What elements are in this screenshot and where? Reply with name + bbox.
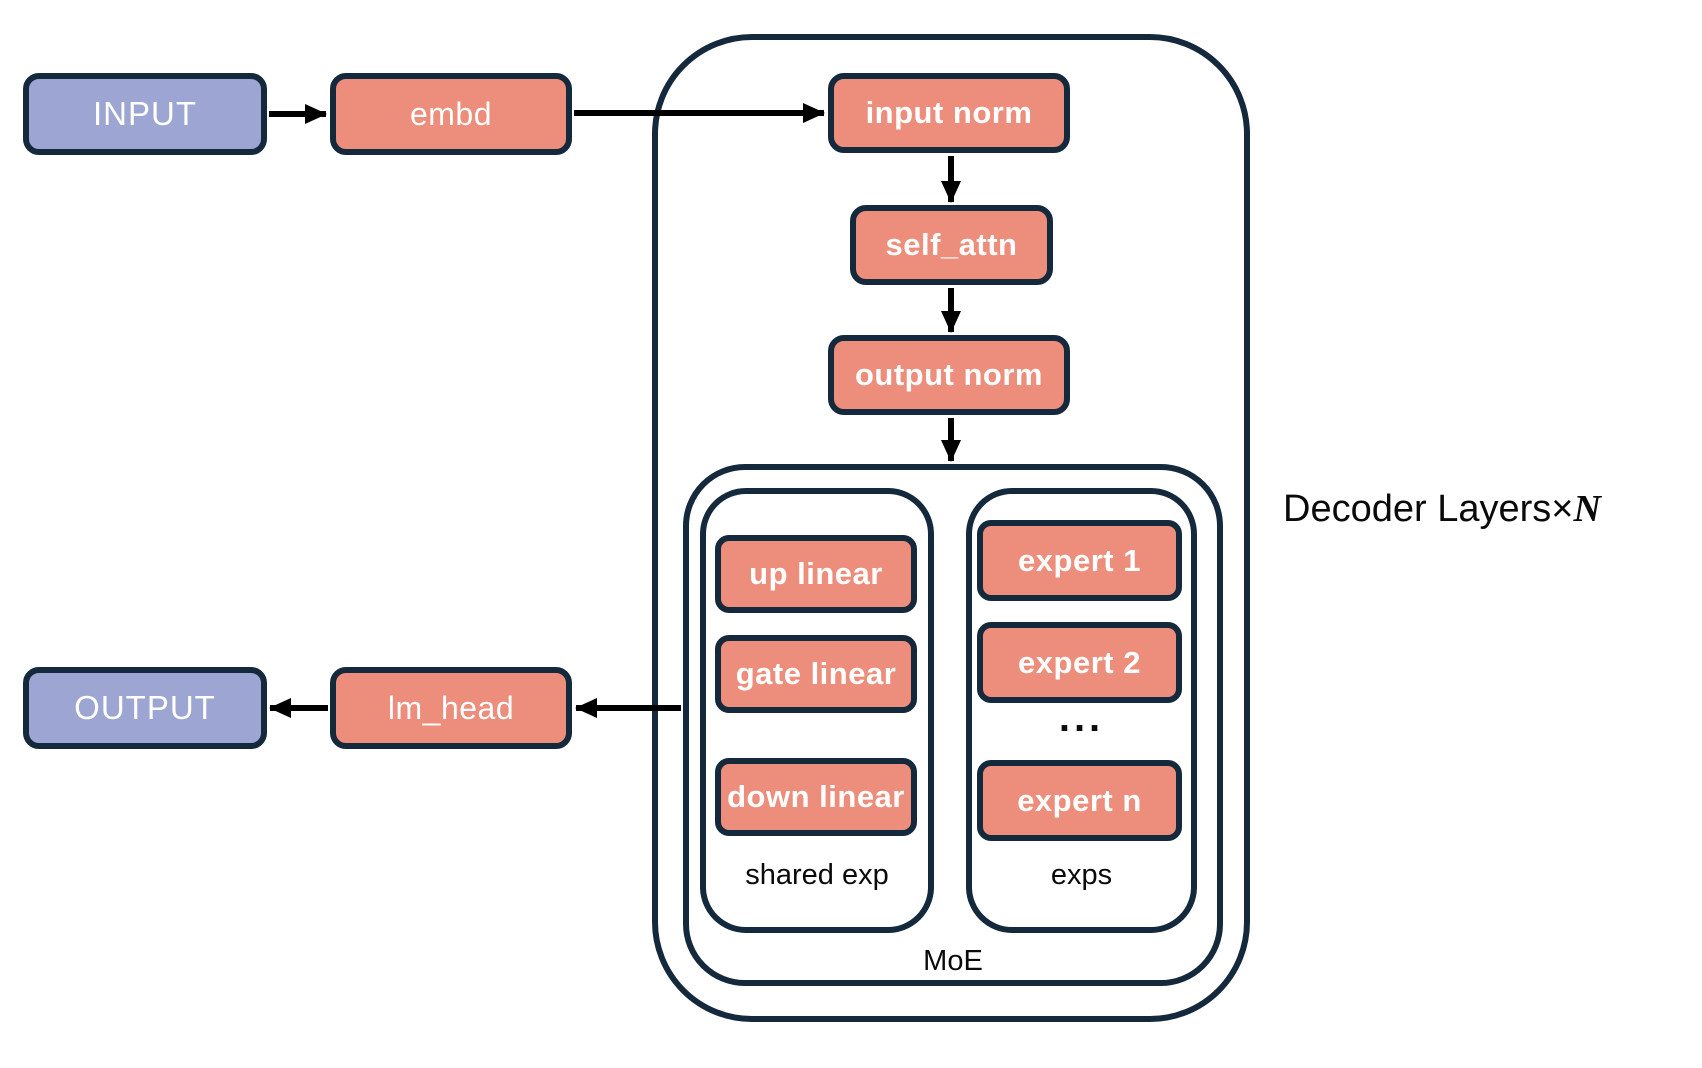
experts-ellipsis: ...: [1058, 696, 1105, 740]
decoder-layers-container: [652, 34, 1250, 1022]
down-linear-node: down linear: [715, 758, 917, 836]
n-variable: N: [1573, 488, 1601, 530]
output-node: OUTPUT: [23, 667, 267, 749]
exps-label: exps: [1050, 859, 1113, 891]
times-sign: ×: [1551, 488, 1574, 530]
lm-head-node: lm_head: [330, 667, 572, 749]
shared-exp-label: shared exp: [745, 859, 889, 891]
moe-container: [683, 464, 1223, 986]
gate-linear-node: gate linear: [715, 635, 917, 713]
input-norm-node: input norm: [828, 73, 1070, 153]
moe-label: MoE: [923, 945, 983, 977]
shared-expert-container: [700, 488, 934, 933]
expert-n-node: expert n: [977, 760, 1182, 841]
embd-node: embd: [330, 73, 572, 155]
input-node: INPUT: [23, 73, 267, 155]
self-attn-node: self_attn: [850, 205, 1053, 285]
decoder-layers-text: Decoder Layers: [1283, 488, 1552, 530]
expert-1-node: expert 1: [977, 520, 1182, 601]
output-norm-node: output norm: [828, 335, 1070, 415]
decoder-layers-label: Decoder Layers×N: [1283, 487, 1683, 531]
experts-container: [966, 488, 1197, 933]
up-linear-node: up linear: [715, 535, 917, 613]
expert-2-node: expert 2: [977, 622, 1182, 703]
